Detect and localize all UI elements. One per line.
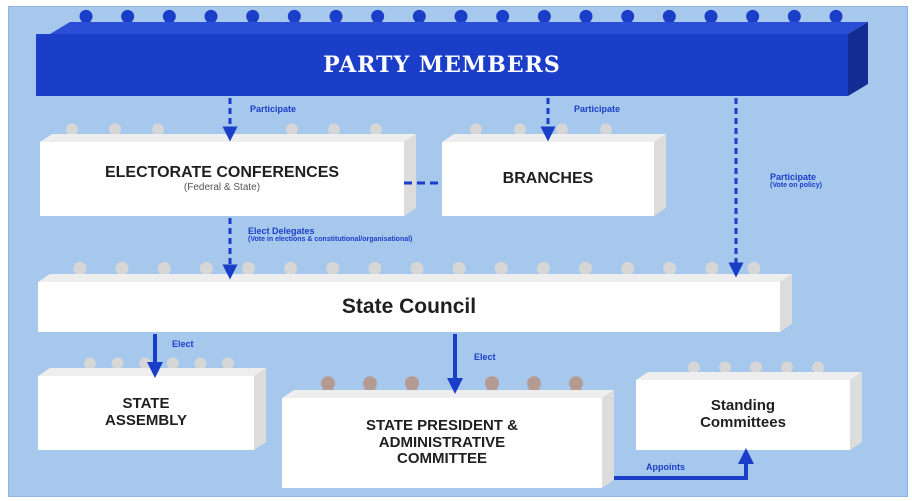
electorate-conferences-label: ELECTORATE CONFERENCES bbox=[104, 164, 340, 182]
standing-committees-label-line1: Standing bbox=[710, 397, 776, 415]
state-president-label-wrap: STATE PRESIDENT & ADMINISTRATIVE COMMITT… bbox=[282, 398, 602, 488]
participate-branches-label: Participate bbox=[574, 104, 621, 114]
party-members-box-front bbox=[36, 34, 848, 96]
party-members-box-side bbox=[848, 22, 868, 96]
state-council-box bbox=[38, 274, 792, 332]
standing-committees-label-line2: Committees bbox=[700, 414, 786, 431]
standing-committees-box bbox=[636, 372, 862, 450]
state-president-label-line2: ADMINISTRATIVE bbox=[378, 433, 506, 451]
branches-label-wrap: BRANCHES bbox=[442, 142, 654, 216]
state-president-box bbox=[282, 390, 614, 488]
state-assembly-box bbox=[38, 368, 266, 450]
state-president-label-line3: COMMITTEE bbox=[397, 450, 487, 468]
standing-committees-label-wrap: Standing Committees bbox=[636, 380, 850, 450]
elect-delegates-sublabel: (Vote in elections & constitutional/orga… bbox=[248, 236, 413, 244]
participate-conferences-label: Participate bbox=[250, 104, 297, 114]
arrow-appoints bbox=[614, 448, 754, 480]
elect-assembly-label: Elect bbox=[172, 339, 194, 349]
state-president-label-line1: STATE PRESIDENT & bbox=[366, 416, 518, 434]
state-assembly-label-line1: STATE bbox=[122, 395, 170, 413]
party-members-box-top bbox=[50, 22, 868, 34]
party-members-box bbox=[36, 22, 868, 96]
party-members-label-wrap: PARTY MEMBERS bbox=[36, 34, 848, 96]
state-assembly-label-wrap: STATE ASSEMBLY bbox=[38, 376, 254, 450]
state-assembly-label-line2: ASSEMBLY bbox=[105, 412, 187, 429]
party-members-label: PARTY MEMBERS bbox=[323, 51, 561, 78]
participate-council-sublabel: (Vote on policy) bbox=[770, 182, 822, 190]
electorate-conferences-box bbox=[40, 134, 416, 216]
state-council-label: State Council bbox=[341, 295, 477, 319]
state-council-label-wrap: State Council bbox=[38, 282, 780, 332]
elect-delegates-label: Elect Delegates bbox=[248, 226, 315, 236]
branches-box bbox=[442, 134, 666, 216]
branches-label: BRANCHES bbox=[502, 170, 594, 188]
participate-council-label: Participate bbox=[770, 172, 817, 182]
electorate-conferences-sublabel: (Federal & State) bbox=[183, 182, 261, 194]
electorate-conferences-label-wrap: ELECTORATE CONFERENCES (Federal & State) bbox=[40, 142, 404, 216]
participate-council-label-wrap: Participate (Vote on policy) bbox=[770, 172, 822, 190]
elect-president-label: Elect bbox=[474, 352, 496, 362]
appoints-label: Appoints bbox=[646, 462, 685, 472]
elect-delegates-label-wrap: Elect Delegates (Vote in elections & con… bbox=[248, 226, 412, 244]
